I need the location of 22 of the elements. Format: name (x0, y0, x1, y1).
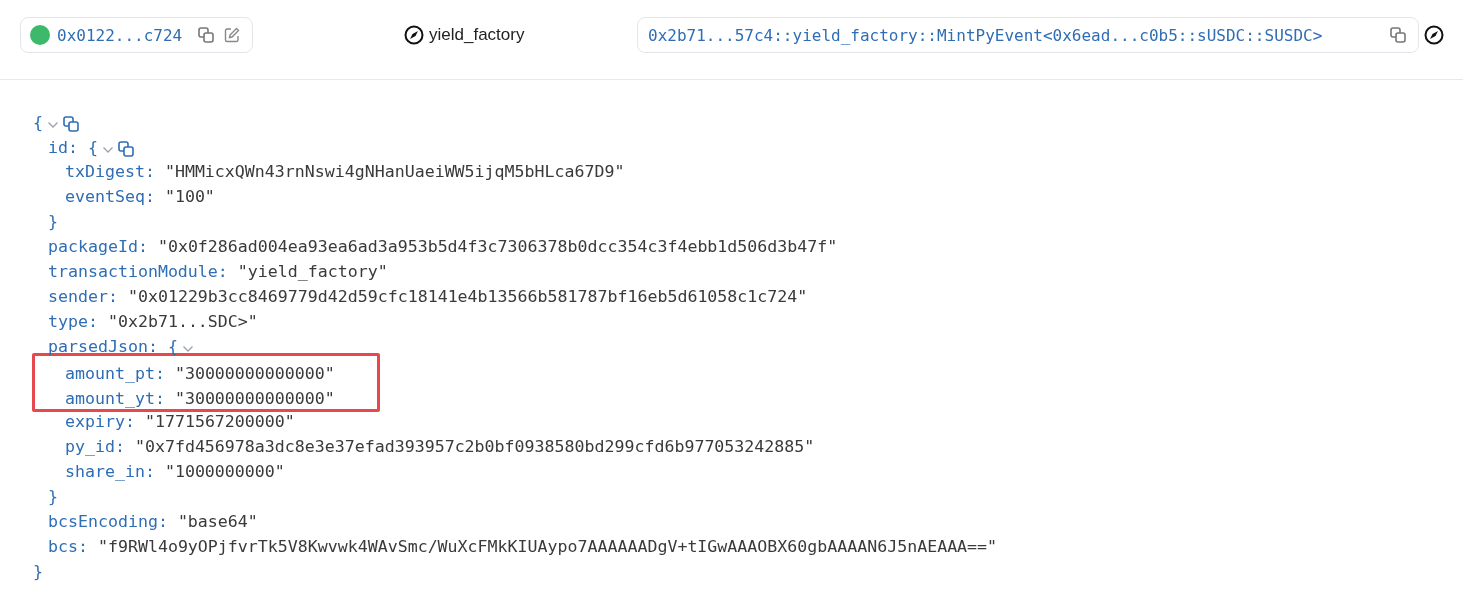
json-line: id: { (48, 137, 98, 159)
json-line: parsedJson: { (48, 336, 178, 358)
json-line: transactionModule: "yield_factory" (48, 261, 388, 283)
json-line: } (33, 561, 43, 583)
json-line: } (48, 211, 58, 233)
json-line: bcsEncoding: "base64" (48, 511, 258, 533)
address-chip: 0x0122...c724 (20, 17, 253, 53)
json-line: amount_yt: "30000000000000" (65, 388, 335, 410)
json-line: packageId: "0x0f286ad004ea93ea6ad3a953b5d4f3c7306378b0dcc354c3f4ebb1d506d3b47f" (48, 236, 838, 258)
json-line: expiry: "1771567200000" (65, 411, 295, 433)
json-line: { (33, 112, 43, 134)
json-line: sender: "0x01229b3cc8469779d42d59cfc18141e4b13566b581787bf16eb5d61058c1c724" (48, 286, 808, 308)
json-line: amount_pt: "30000000000000" (65, 363, 335, 385)
module-name: yield_factory (429, 25, 525, 45)
type-chip: 0x2b71...57c4::yield_factory::MintPyEvent<0x6ead...c0b5::sUSDC::SUSDC> (637, 17, 1419, 53)
json-line: bcs: "f9RWl4o9yOPjfvrTk5V8Kwvwk4WAvSmc/WuXcFMkKIUAypo7AAAAAADgV+tIGwAAAOBX60gbAAAAN6J5nAEAAA==" (48, 536, 998, 558)
json-line: eventSeq: "100" (65, 186, 215, 208)
json-line: txDigest: "HMMicxQWn43rnNswi4gNHanUaeiWW5ijqM5bHLca67D9" (65, 161, 625, 183)
json-line: share_in: "1000000000" (65, 461, 285, 483)
json-line: py_id: "0x7fd456978a3dc8e3e37efad393957c2b0bf0938580bd299cfd6b977053242885" (65, 436, 815, 458)
json-line: } (48, 486, 58, 508)
json-line: type: "0x2b71...SDC>" (48, 311, 258, 333)
